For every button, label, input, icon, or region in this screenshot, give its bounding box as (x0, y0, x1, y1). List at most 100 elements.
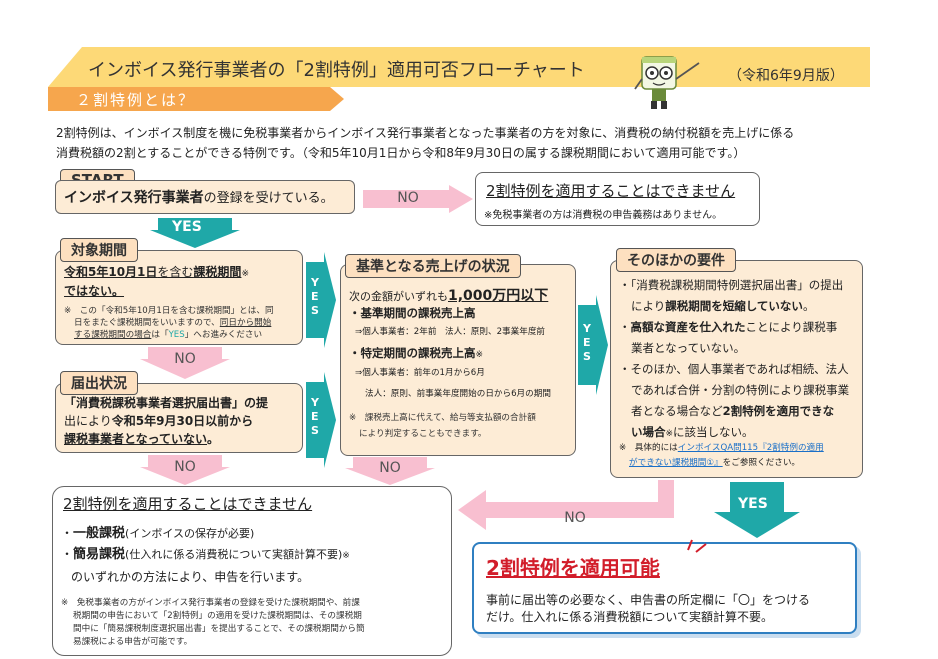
filing-line-1: 「消費税課税事業者選択届出書」の提 (64, 396, 269, 410)
period-note-2a: 日をまたぐ課税期間をいいますので、 (74, 318, 220, 328)
period-note: ※ この「令和5年10月1日を含む課税期間」とは、同 日をまたぐ課税期間をいいま… (64, 305, 274, 341)
no-arrow-sales (345, 457, 435, 485)
period-note-yes: YES (168, 330, 185, 340)
sales-item-2-line: ・特定期間の課税売上高※ (349, 345, 483, 361)
sales-note-2: により判定することもできます。 (359, 429, 487, 439)
sales-item-2-sub-2: 法人：原則、前事業年度開始の日から6月の期間 (365, 389, 551, 399)
method-simplified: ・簡易課税(仕入れに係る消費税について実額計算不要)※ (61, 547, 350, 562)
filing-line-3a: 課税事業者となっていない (64, 432, 208, 446)
other-b2-l1a: 高額な資産を仕入れた (630, 320, 746, 334)
filing-line-2b: 令和5年9月30日以前から (111, 414, 254, 428)
period-date: 令和5年10月1日 (64, 265, 158, 279)
start-rest: の登録を受けている。 (203, 191, 334, 206)
other-b1-l2: により課税期間を短縮していない。 (619, 296, 849, 317)
other-b1-l2b: 課税期間を短縮していない (665, 299, 803, 313)
period-note-1: ※ この「令和5年10月1日を含む課税期間」とは、同 (64, 306, 274, 316)
other-b2-l2: 業者となっていない。 (631, 341, 746, 355)
sales-amount: 1,000万円以下 (448, 288, 549, 304)
start-box: インボイス発行事業者の登録を受けている。 (55, 180, 355, 214)
no-arrow-start (363, 185, 473, 213)
other-note-a: ※ 具体的には (619, 443, 678, 453)
yes-label-period: YES (311, 276, 319, 317)
other-b3-l1-text: そのほか、個人事業者であれば相続、法人 (630, 362, 849, 376)
start-text: インボイス発行事業者の登録を受けている。 (64, 189, 334, 208)
other-b3-l3: 者となる場合など2割特例を適用できな (619, 401, 849, 422)
period-line-1: 令和5年10月1日を含む課税期間※ (64, 263, 249, 284)
applicable-text: 事前に届出等の必要なく、申告書の所定欄に「〇」をつける だけ。仕入れに係る消費税… (486, 592, 810, 626)
sales-note-1: ※ 課税売上高に代えて、給与等支払額の合計額 (349, 413, 536, 423)
other-b3-l4c: に該当しない。 (673, 425, 754, 439)
period-term: 課税期間 (193, 265, 242, 279)
applicable-box: 2割特例を適用可能 事前に届出等の必要なく、申告書の所定欄に「〇」をつける だけ… (472, 539, 857, 634)
not-applicable-top-note: ※免税事業者の方は消費税の申告義務はありません。 (484, 210, 723, 221)
other-b3-l1: ・そのほか、個人事業者であれば相続、法人 (619, 362, 849, 376)
yes-label-filing: YES (311, 396, 319, 437)
bottom-note: ※ 免税事業者の方がインボイス発行事業者の登録を受けた課税期間や、前課 税期間の… (61, 597, 365, 649)
bottom-note-1: ※ 免税事業者の方がインボイス発行事業者の登録を受けた課税期間や、前課 (61, 598, 360, 608)
no-label-sales: NO (379, 460, 401, 476)
period-note-2: 日をまたぐ課税期間をいいますので、同日から開始 (64, 317, 274, 329)
bottom-note-2: 税期間の申告において「2割特例」の適用を受けた課税期間は、その課税期 (73, 611, 362, 621)
no-arrow-other (458, 480, 674, 530)
yes-arrow-filing (306, 372, 336, 468)
sales-item-1-sub: ⇒個人事業者：2年前 法人：原則、2事業年度前 (355, 327, 546, 337)
yes-arrow-sales (578, 295, 608, 395)
other-note: ※ 具体的にはインボイスQA問115『2割特例の適用 ができない課税期間①』をご… (619, 441, 824, 471)
period-box: 令和5年10月1日を含む課税期間※ ではない。 ※ この「令和5年10月1日を含… (55, 250, 303, 345)
yes-label-start: YES (172, 219, 202, 235)
method-general-note: (インボイスの保存が必要) (125, 527, 255, 540)
no-label-period: NO (174, 351, 196, 367)
yes-label-sales: YES (583, 322, 591, 363)
other-b3-l4b: ※ (665, 429, 674, 439)
intro-line-2: 消費税額の2割とすることができる特例です。（令和5年10月1日から令和8年9月3… (56, 146, 746, 160)
applicable-title: 2割特例を適用可能 (486, 556, 660, 580)
not-applicable-bottom-title: 2割特例を適用することはできません (63, 495, 313, 513)
sales-note: ※ 課税売上高に代えて、給与等支払額の合計額 により判定することもできます。 (349, 410, 536, 442)
intro-line-1: 2割特例は、インボイス制度を機に免税事業者からインボイス発行事業者となった事業者… (56, 126, 795, 140)
filing-text: 「消費税課税事業者選択届出書」の提 出により令和5年9月30日以前から 課税事業… (64, 394, 268, 448)
invoice-qa-link[interactable]: インボイスQA問115『2割特例の適用 (677, 443, 824, 453)
period-note-3: する課税期間の場合は「YES」へお進みください (64, 329, 274, 341)
section-tab-text: ２割特例とは？ (76, 91, 196, 109)
title-banner (48, 47, 870, 87)
period-note-3b: は「 (151, 330, 169, 340)
other-b2-l1: ・高額な資産を仕入れたことにより課税事 (619, 320, 838, 334)
sales-lead-line: 次の金額がいずれも1,000万円以下 (349, 285, 548, 305)
method-general-name: 一般課税 (73, 526, 126, 541)
start-bold: インボイス発行事業者 (64, 190, 204, 206)
methods-tail: のいずれかの方法により、申告を行います。 (71, 570, 310, 584)
invoice-qa-link-cont[interactable]: ができない課税期間①』 (629, 458, 723, 468)
yes-arrow-period (306, 252, 336, 348)
edition-date: （令和6年9月版） (728, 68, 844, 84)
intro-text: 2割特例は、インボイス制度を機に免税事業者からインボイス発行事業者となった事業者… (56, 123, 868, 163)
section-tab: ２割特例とは？ (48, 87, 344, 111)
no-label-filing: NO (174, 459, 196, 475)
no-label-other: NO (564, 510, 586, 526)
no-arrow-period (140, 347, 230, 379)
sales-item-2-mark: ※ (475, 350, 484, 360)
period-note-3c: 」へお進みください (184, 330, 263, 340)
period-note-3a: する課税期間の場合 (74, 330, 152, 340)
yes-label-other: YES (738, 496, 768, 512)
period-line-2: ではない。 (64, 284, 125, 298)
other-note-2: ができない課税期間①』をご参照ください。 (619, 456, 824, 471)
other-note-1: ※ 具体的にはインボイスQA問115『2割特例の適用 (619, 441, 824, 456)
filing-line-3b: 。 (207, 432, 220, 446)
other-b3-l3a: 者となる場合など (631, 404, 723, 418)
other-b1-l1-text: 「消費税課税期間特例選択届出書」の提出 (630, 278, 844, 292)
mascot-icon (634, 56, 700, 109)
sales-lead: 次の金額がいずれも (349, 290, 448, 303)
period-mark: ※ (241, 269, 249, 279)
filing-line-3: 課税事業者となっていない。 (64, 430, 268, 448)
other-b3-l4: い場合※に該当しない。 (619, 422, 849, 445)
other-note-end: をご参照ください。 (722, 458, 801, 468)
other-b1-l2c: 。 (802, 299, 815, 313)
filing-line-2: 出により令和5年9月30日以前から (64, 412, 268, 430)
sales-item-2-sub-1: ⇒個人事業者：前年の1月から6月 (355, 368, 485, 378)
bottom-note-3: 間中に「簡易課税制度選択届出書」を提出することで、その課税期間から簡 (73, 624, 365, 634)
sales-item-1: ・基準期間の課税売上高 (349, 306, 476, 320)
page-title: インボイス発行事業者の「2割特例」適用可否フローチャート (88, 60, 585, 81)
no-arrow-filing (140, 455, 230, 485)
period-mid: を含む (157, 265, 194, 279)
other-b3-l3b: 2割特例を適用できな (722, 404, 835, 418)
